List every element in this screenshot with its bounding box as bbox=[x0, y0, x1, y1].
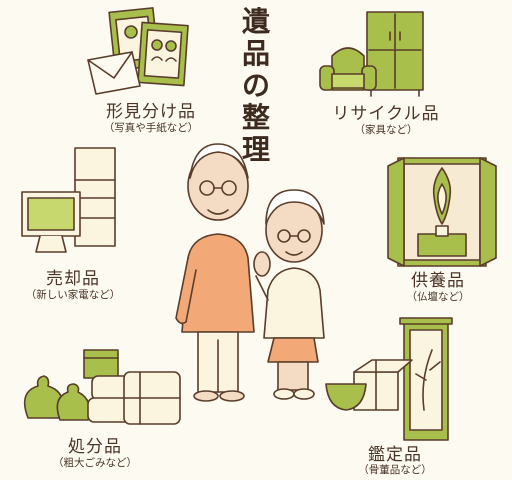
category-note-sale: （新しい家電など） bbox=[25, 289, 121, 301]
buddhist-altar-icon bbox=[387, 157, 497, 267]
title-char: 整 bbox=[241, 101, 270, 134]
photos-letter-icon bbox=[87, 7, 189, 95]
category-label-recycle: リサイクル品 bbox=[332, 104, 440, 124]
title-char: 理 bbox=[241, 133, 270, 166]
category-note-appraisal: （骨董品など） bbox=[358, 464, 432, 476]
category-note-recycle: （家具など） bbox=[354, 124, 418, 136]
elderly-couple-illustration bbox=[175, 143, 325, 402]
antiques-icon bbox=[325, 317, 453, 441]
category-label-appraisal: 鑑定品 bbox=[368, 445, 422, 465]
category-label-disposal: 処分品 bbox=[68, 437, 122, 457]
title-char: 遺 bbox=[241, 5, 270, 38]
title-char: の bbox=[241, 69, 270, 102]
bulky-waste-icon bbox=[23, 349, 181, 425]
category-label-keepsake: 形見分け品 bbox=[106, 102, 196, 122]
furniture-icon bbox=[319, 11, 424, 97]
category-note-keepsake: （写真や手紙など） bbox=[103, 122, 199, 134]
category-label-sale: 売却品 bbox=[46, 269, 100, 289]
title-char: 品 bbox=[241, 37, 270, 70]
category-note-disposal: （粗大ごみなど） bbox=[53, 457, 137, 469]
category-label-offering: 供養品 bbox=[411, 271, 465, 291]
appliances-icon bbox=[21, 147, 116, 253]
page-title: 遺 品 の 整 理 bbox=[236, 6, 276, 166]
category-note-offering: （仏壇など） bbox=[406, 291, 470, 303]
